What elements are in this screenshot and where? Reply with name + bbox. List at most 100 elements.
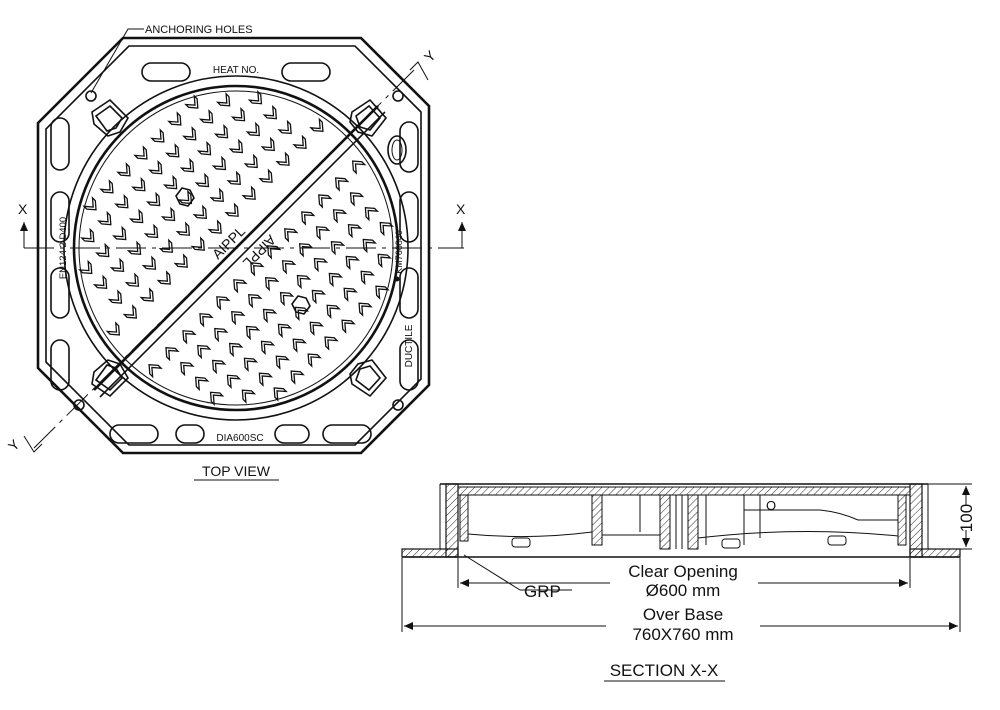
kitemark-dot: [394, 276, 400, 282]
chevron-mark: [296, 274, 312, 290]
rib-right-outer: [897, 494, 907, 546]
chevron-mark: [324, 336, 339, 351]
chevron-mark: [209, 391, 225, 406]
chevron-mark: [326, 304, 341, 319]
chevron-mark: [233, 279, 248, 294]
chevron-mark: [194, 376, 210, 392]
chevron-mark: [124, 272, 140, 287]
chevron-mark: [243, 357, 259, 372]
anchoring-callout: ANCHORING HOLES: [145, 24, 253, 36]
chevron-mark: [241, 185, 256, 200]
frame-outer-edge: [36, 36, 431, 455]
chevron-mark: [241, 389, 257, 404]
clear-opening-label: Clear Opening: [628, 562, 738, 581]
kitemark-label: KM766840: [394, 230, 404, 274]
chevron-mark: [318, 194, 333, 209]
section-mark-o: O: [766, 498, 776, 513]
chevron-mark: [277, 119, 292, 135]
chevron-mark: [224, 202, 239, 217]
chevron-mark: [273, 387, 288, 402]
anchoring-holes: [73, 90, 404, 411]
over-base-value: 760X760 mm: [632, 625, 733, 644]
chevron-mark: [196, 140, 212, 156]
chevron-mark: [209, 187, 224, 203]
height-value: 100: [957, 504, 976, 532]
chevron-mark: [267, 245, 282, 260]
chevron-mark: [341, 319, 356, 334]
lifting-keyholes: [175, 187, 311, 315]
chevron-mark: [192, 204, 208, 220]
chevron-mark: [97, 210, 112, 226]
model-label: DIA600SC: [216, 433, 263, 444]
chevron-mark: [364, 206, 380, 222]
chevron-mark: [214, 327, 229, 343]
rib-left-outer: [459, 494, 469, 542]
chevron-mark: [162, 174, 178, 190]
chevron-mark: [292, 134, 307, 150]
chevron-mark: [262, 104, 278, 120]
chevron-mark: [275, 355, 290, 370]
chevron-mark: [190, 236, 205, 251]
chevron-mark: [292, 338, 307, 353]
clear-opening-value: Ø600 mm: [646, 581, 721, 600]
chevron-mark: [277, 323, 293, 339]
heat-boss-inner: [391, 139, 403, 161]
grp-label: GRP: [524, 582, 561, 601]
over-base-dimension: [401, 558, 961, 632]
frame-wall-right: [909, 483, 923, 558]
chevron-mark: [179, 157, 195, 173]
chevron-mark: [250, 262, 265, 277]
chevron-mark: [351, 160, 367, 175]
chevron-mark: [131, 177, 146, 192]
chevron-mark: [141, 255, 157, 270]
material-label: DUCTILE: [404, 324, 415, 367]
y-marker-top: Y: [421, 47, 439, 65]
chevron-mark: [243, 153, 258, 169]
chevron-mark: [311, 289, 327, 305]
cover-underside-profile: [467, 495, 899, 549]
chevron-mark: [226, 170, 241, 186]
chevron-mark: [112, 225, 127, 241]
chevron-mark: [231, 310, 246, 326]
chevron-mark: [122, 304, 138, 319]
grp-leader: [463, 554, 521, 591]
top-view: X X Y Y HEAT NO. DIA600SC EN124 2 D400 K…: [5, 24, 466, 481]
rib-centre-left: [591, 494, 603, 546]
chevron-mark: [116, 162, 131, 177]
chevron-mark: [158, 238, 174, 253]
y-marker-bottom: Y: [5, 436, 23, 454]
chevron-mark: [245, 121, 261, 137]
section-title: SECTION X-X: [610, 661, 719, 680]
chevron-mark: [160, 206, 176, 222]
chevron-mark: [345, 255, 360, 271]
chevron-mark: [126, 240, 142, 256]
chevron-mark: [330, 240, 346, 256]
chevron-mark: [211, 359, 227, 375]
chevron-pattern: [78, 90, 394, 406]
top-view-title: TOP VIEW: [202, 463, 271, 479]
chevron-mark: [82, 196, 97, 211]
section-view: O GRP Clear Opening Ø600 mm Over Base 76…: [401, 483, 976, 682]
chevron-mark: [109, 257, 125, 273]
chevron-mark: [107, 289, 123, 304]
chevron-mark: [95, 242, 110, 258]
chevron-mark: [215, 92, 231, 107]
chevron-mark: [358, 302, 373, 317]
chevron-mark: [260, 136, 275, 152]
chevron-mark: [334, 177, 350, 192]
chevron-mark: [194, 172, 210, 188]
chevron-mark: [207, 219, 222, 234]
chevron-mark: [128, 208, 144, 224]
chevron-mark: [309, 117, 324, 133]
over-base-label: Over Base: [643, 605, 723, 624]
chevron-mark: [307, 353, 322, 368]
chevron-mark: [258, 372, 274, 387]
chevron-mark: [262, 308, 278, 324]
chevron-mark: [360, 270, 375, 286]
chevron-mark: [182, 330, 197, 345]
chevron-mark: [175, 221, 191, 236]
chevron-mark: [148, 363, 163, 379]
chevron-mark: [362, 238, 377, 254]
chevron-mark: [349, 192, 365, 207]
